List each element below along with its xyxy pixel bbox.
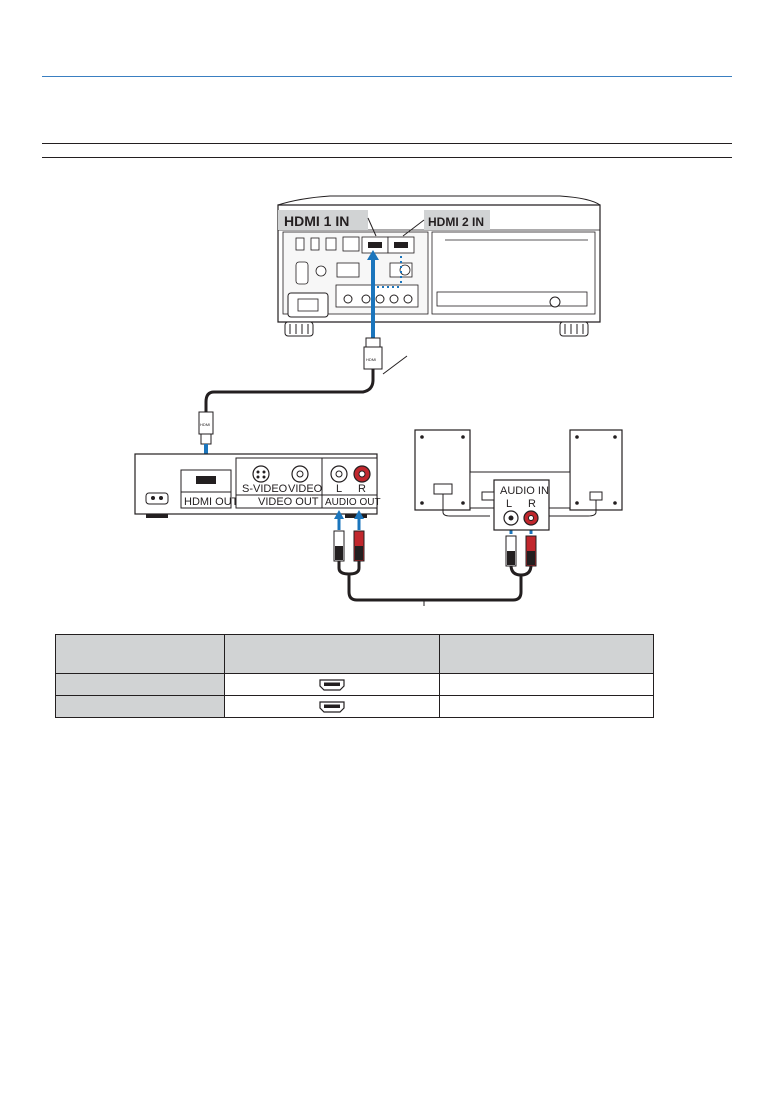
hdmi-port-icon [319,701,345,713]
svideo-label: S-VIDEO [242,483,288,495]
hdmi2-label: HDMI 2 IN [424,210,490,230]
source-device: HDMI OUT S-VIDEO VIDEO VIDEO OUT L R AUD… [134,453,381,518]
hdmi1-label: HDMI 1 IN [278,210,368,230]
connection-diagram: HDMI 1 IN HDMI 2 IN HDMI HDMI HDMI OUT [134,195,623,606]
audio-out-r-label: R [358,483,366,495]
connector-table [55,634,654,718]
table-header-1 [55,634,225,674]
hdmi-port-icon [319,679,345,691]
table-cell [439,695,654,718]
table-cell [224,673,440,696]
projector [277,195,601,337]
table-row [55,673,654,696]
table-header-row [55,634,654,674]
video-out-label: VIDEO OUT [258,496,319,508]
hdmi1-label-text: HDMI 1 IN [284,213,349,229]
video-label: VIDEO [288,483,323,495]
plug-label-bottom: HDMI [200,422,210,427]
table-cell [55,695,225,718]
audio-in-l-label: L [506,498,512,510]
hdmi-cable: HDMI HDMI [198,250,383,478]
audio-in-label: AUDIO IN [500,485,549,497]
plug-label-top: HDMI [366,357,376,362]
audio-cable [333,510,537,606]
section-rule-top [42,143,732,144]
table-header-3 [439,634,654,674]
hdmi-out-label: HDMI OUT [184,496,239,508]
table-cell [439,673,654,696]
audio-out-l-label: L [336,483,342,495]
hdmi2-label-text: HDMI 2 IN [428,215,484,229]
table-cell [55,673,225,696]
audio-in-r-label: R [528,498,536,510]
table-cell [224,695,440,718]
table-header-2 [224,634,440,674]
speakers: AUDIO IN L R [414,429,623,531]
table-row [55,695,654,718]
audio-out-label: AUDIO OUT [325,497,381,508]
section-rule-bottom [42,157,732,158]
header-rule [42,76,732,77]
